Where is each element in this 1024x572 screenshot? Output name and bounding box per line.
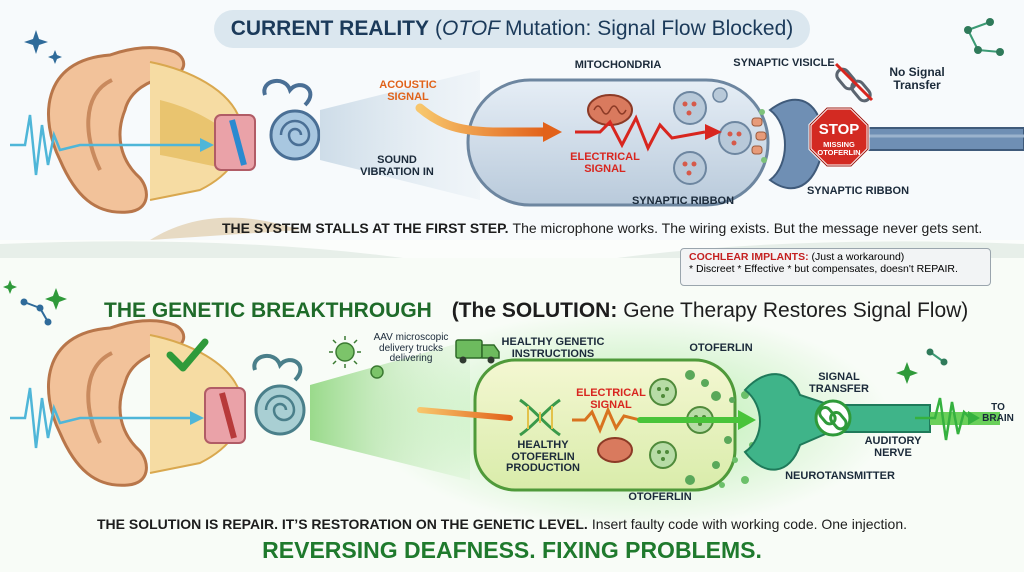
implants-title-note: (Just a workaround) <box>811 251 905 263</box>
bottom-caption-bold: THE SOLUTION IS REPAIR. IT’S RESTORATION… <box>97 516 588 532</box>
top-title-bold: CURRENT REALITY <box>230 17 430 40</box>
sound-wave-bottom <box>10 387 190 449</box>
sparkle-icon <box>3 280 918 384</box>
nerve-terminal-top <box>768 98 1024 190</box>
otoferlin-production-label: HEALTHY OTOFERLIN PRODUCTION <box>506 439 580 475</box>
mitochondria-icon <box>597 437 633 463</box>
closing-banner: REVERSING DEAFNESS. FIXING PROBLEMS. <box>262 537 762 563</box>
cochlear-implants-note: COCHLEAR IMPLANTS: (Just a workaround) *… <box>680 248 991 286</box>
sound-vibration-label: SOUND VIBRATION IN <box>360 154 434 178</box>
hair-cell-top <box>466 78 770 207</box>
acoustic-arrowhead <box>543 122 562 142</box>
otoferlin-bottom-label: OTOFERLIN <box>628 491 692 503</box>
synaptic-vesicle-label: SYNAPTIC VISICLE <box>733 57 835 69</box>
sound-arrowhead-top <box>200 138 214 152</box>
stop-sign-icon <box>808 106 870 168</box>
hair-cell-bottom <box>473 358 737 492</box>
aav-virus-icon <box>335 342 384 379</box>
brain-signal-wave <box>915 397 971 441</box>
otoferlin-top-label: OTOFERLIN <box>689 342 753 354</box>
electrical-arrowhead-top <box>705 124 722 140</box>
no-signal-transfer-label: No Signal Transfer <box>889 65 945 92</box>
missing-otoferlin-label: MISSING OTOFERLIN <box>817 140 861 157</box>
aav-label: AAV microscopic delivery trucks deliveri… <box>373 332 449 364</box>
vesicle-icon <box>673 91 707 125</box>
vesicle-icon <box>649 441 677 469</box>
bottom-title: THE GENETIC BREAKTHROUGH (The SOLUTION: … <box>104 299 984 323</box>
top-title-open: ( <box>435 17 443 40</box>
healthy-instructions-label: HEALTHY GENETIC INSTRUCTIONS <box>501 336 605 360</box>
bottom-title-rest: Gene Therapy Restores Signal Flow) <box>623 299 969 322</box>
mitochondria-label: MITOCHONDRIA <box>574 59 662 71</box>
delivery-truck-icon <box>455 339 500 364</box>
stop-label: STOP <box>818 121 860 138</box>
ear-illustration-bottom <box>47 319 306 487</box>
top-caption-bold: THE SYSTEM STALLS AT THE FIRST STEP. <box>222 220 509 236</box>
bottom-title-open: (The SOLUTION: <box>451 299 618 322</box>
electrical-signal-bottom-label: ELECTRICAL SIGNAL <box>576 387 646 411</box>
sound-arrowhead-bottom <box>190 411 204 425</box>
top-title: CURRENT REALITY (OTOF Mutation: Signal F… <box>214 10 810 48</box>
sparkle-icon <box>24 30 62 64</box>
molecule-icon <box>964 18 1004 56</box>
electrical-signal-top <box>575 114 706 152</box>
top-title-rest: Mutation: Signal Flow Blocked) <box>504 17 794 40</box>
implants-title: COCHLEAR IMPLANTS: <box>689 251 809 263</box>
vesicle-icon <box>718 121 752 155</box>
vesicle-icon <box>673 151 707 185</box>
bottom-title-green: THE GENETIC BREAKTHROUGH <box>104 299 432 322</box>
signal-beam-top <box>320 70 480 200</box>
implants-body: * Discreet * Effective * but compensates… <box>689 263 958 275</box>
signal-transfer-label: SIGNAL TRANSFER <box>809 371 869 395</box>
to-brain-label: TO BRAIN <box>982 402 1014 424</box>
bottom-caption: THE SOLUTION IS REPAIR. IT’S RESTORATION… <box>97 516 907 532</box>
electrical-signal-bottom <box>572 406 641 434</box>
auditory-nerve-label: AUDITORY NERVE <box>864 435 922 459</box>
vesicle-icon <box>649 378 677 406</box>
molecule-icon <box>20 298 948 366</box>
chain-link-icon <box>814 399 852 437</box>
top-caption-rest: The microphone works. The wiring exists.… <box>512 220 983 236</box>
synaptic-ribbon-left-label: SYNAPTIC RIBBON <box>631 195 735 207</box>
check-icon <box>166 338 209 372</box>
acoustic-arrow-bottom <box>417 407 513 421</box>
electrical-signal-label: ELECTRICAL SIGNAL <box>570 151 640 175</box>
acoustic-signal-label: ACOUSTIC SIGNAL <box>379 79 437 103</box>
top-caption: THE SYSTEM STALLS AT THE FIRST STEP.The … <box>222 220 982 236</box>
neurotransmitter-label: NEUROTANSMITTER <box>785 470 895 482</box>
ear-illustration-top <box>47 46 321 240</box>
bottom-caption-rest: Insert faulty code with working code. On… <box>591 516 907 532</box>
top-title-gene: OTOF <box>442 17 500 40</box>
broken-link-icon <box>834 62 874 103</box>
synaptic-ribbon-right-label: SYNAPTIC RIBBON <box>806 185 910 197</box>
sound-wave-top <box>10 114 200 176</box>
acoustic-arrow <box>415 103 550 137</box>
